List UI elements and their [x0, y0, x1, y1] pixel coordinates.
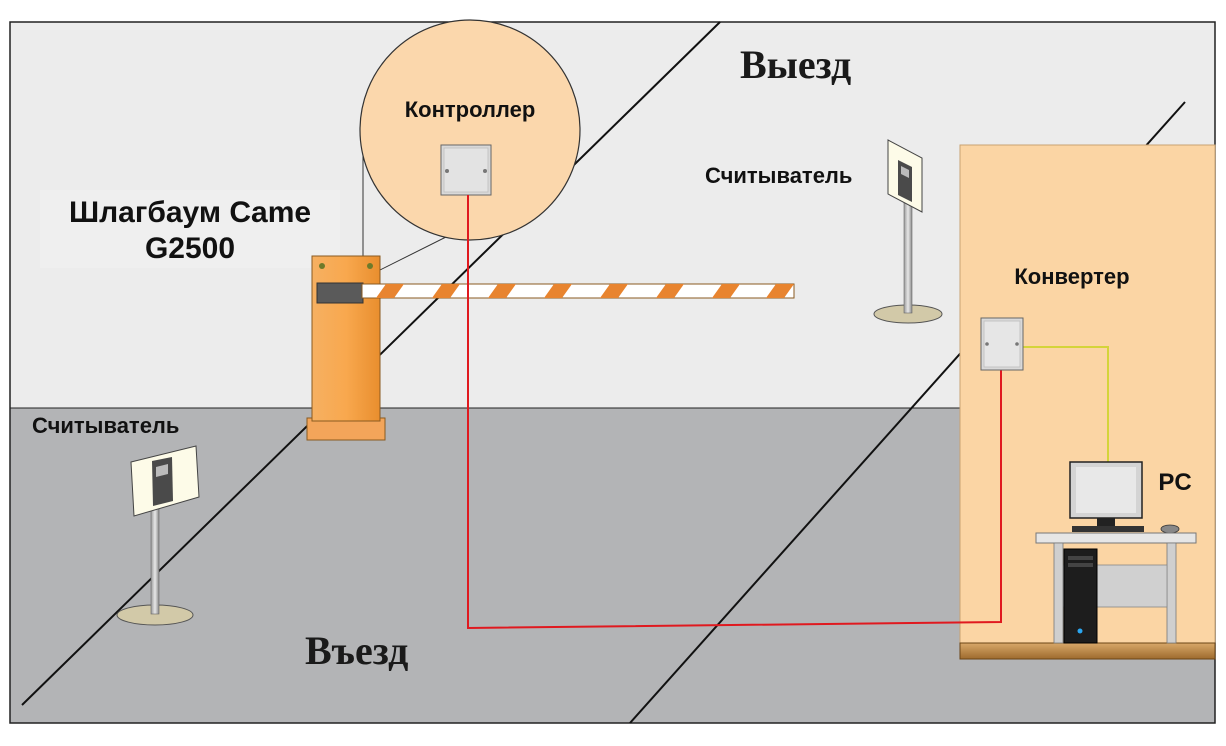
pc-label: PC — [1158, 469, 1191, 496]
barrier-title-line1: Шлагбаум Came — [69, 196, 311, 229]
reader-bottom — [116, 445, 200, 626]
converter-box — [980, 317, 1024, 371]
controller-circle — [359, 19, 581, 241]
mouse-icon — [1160, 524, 1180, 534]
entry-label: Въезд — [305, 628, 408, 673]
room-floor — [959, 642, 1216, 660]
controller-box — [440, 144, 492, 196]
reader-top-label: Считыватель — [705, 163, 852, 188]
signal-wire — [467, 195, 1002, 630]
exit-label: Выезд — [740, 42, 851, 87]
usb-wire — [1022, 346, 1109, 463]
reader-top-device-icon — [898, 160, 912, 202]
barrier-title-bg — [40, 190, 340, 268]
barrier-boom — [361, 283, 795, 299]
converter-label: Конвертер — [1014, 264, 1129, 289]
pc-workstation — [1035, 461, 1197, 644]
reader-top — [873, 139, 943, 324]
desk-top — [1035, 532, 1197, 544]
reader-bottom-label: Считыватель — [32, 413, 179, 438]
barrier-arm-slot — [316, 282, 364, 304]
keyboard-icon — [1072, 526, 1144, 532]
reader-bottom-device-icon — [152, 457, 173, 506]
barrier-title-line2: G2500 — [145, 232, 235, 265]
controller-label: Контроллер — [405, 97, 536, 122]
barrier-body — [311, 255, 381, 422]
